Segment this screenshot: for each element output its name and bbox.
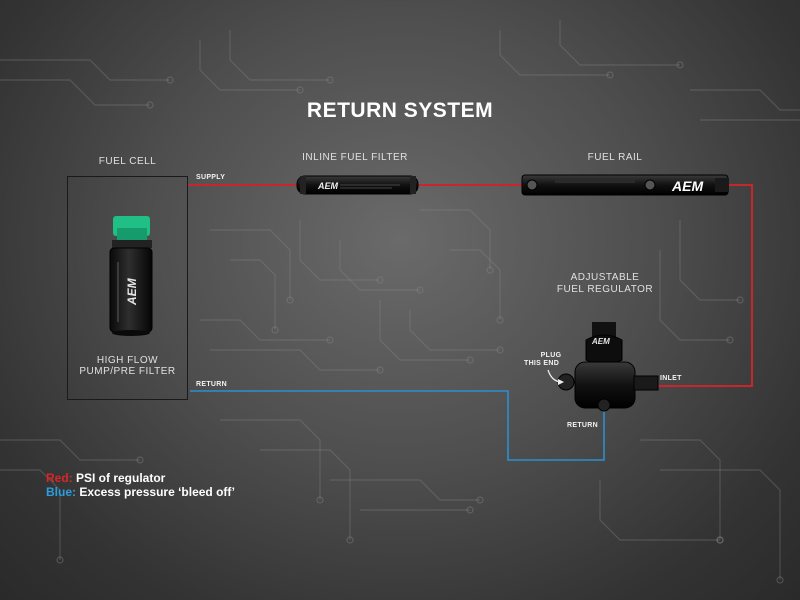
diagram-title: RETURN SYSTEM (306, 99, 494, 122)
inline-fuel-filter (296, 175, 419, 195)
inline-fuel-filter-label: INLINE FUEL FILTER (302, 152, 408, 163)
fuel-cell-label: FUEL CELL (98, 156, 157, 167)
pump-label-line1: HIGH FLOW (96, 355, 159, 366)
plug-label-line2: THIS END (524, 360, 560, 367)
pump-label-line2: PUMP/PRE FILTER (79, 366, 176, 377)
inlet-label: INLET (660, 375, 682, 382)
regulator-label-line2: FUEL REGULATOR (556, 284, 654, 295)
fuel-regulator (557, 322, 659, 412)
fuel-pump (109, 216, 153, 336)
fuel-rail (521, 174, 729, 196)
supply-label: SUPPLY (196, 174, 226, 181)
legend-red: Red: PSI of regulator (46, 471, 165, 485)
circuit-trace-pattern (0, 20, 800, 580)
regulator-label-line1: ADJUSTABLE (570, 272, 640, 283)
plug-pointer-arrowhead (558, 379, 564, 385)
return-label-regulator: RETURN (567, 422, 598, 429)
supply-line (188, 184, 753, 387)
fuel-rail-label: FUEL RAIL (587, 152, 643, 163)
legend-blue: Blue: Excess pressure ‘bleed off’ (46, 485, 235, 499)
plug-label-line1: PLUG (540, 352, 562, 359)
return-label-left: RETURN (196, 381, 227, 388)
circuit-pad-pattern (56, 61, 784, 584)
legend-blue-key: Blue: (46, 485, 76, 499)
return-line (190, 390, 605, 461)
fuel-cell-box (67, 176, 188, 400)
legend-red-text: PSI of regulator (72, 471, 166, 485)
legend-red-key: Red: (46, 471, 73, 485)
legend-blue-text: Excess pressure ‘bleed off’ (76, 485, 235, 499)
